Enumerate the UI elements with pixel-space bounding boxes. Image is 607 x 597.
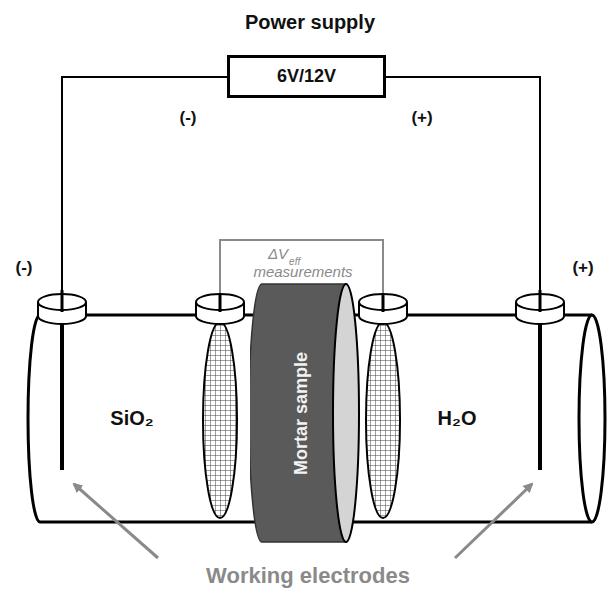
measurement-symbol: ΔV [268,246,288,263]
pointer-arrow [74,484,158,558]
pointer-arrow [455,484,532,558]
chamber-label: SiO₂ [110,407,153,429]
mesh-electrode [203,322,237,518]
measurement-label: measurements [253,264,352,281]
wire [385,77,540,470]
diagram-title: Power supply [245,11,375,33]
polarity-sign: (-) [180,109,197,128]
supply-voltage: 6V/12V [277,66,336,87]
power-supply-box: 6V/12V [227,55,386,98]
polarity-sign: (+) [411,109,432,128]
tube-end [579,315,605,522]
polarity-sign: (+) [572,259,593,278]
polarity-sign: (-) [16,259,33,278]
tube-end [28,315,40,522]
sample-label: Mortar sample [292,351,313,474]
callout-label: Working electrodes [206,564,410,588]
mesh-electrode [366,322,400,518]
mortar-sample: Mortar sample [250,282,362,544]
chamber-label: H₂O [438,407,477,429]
